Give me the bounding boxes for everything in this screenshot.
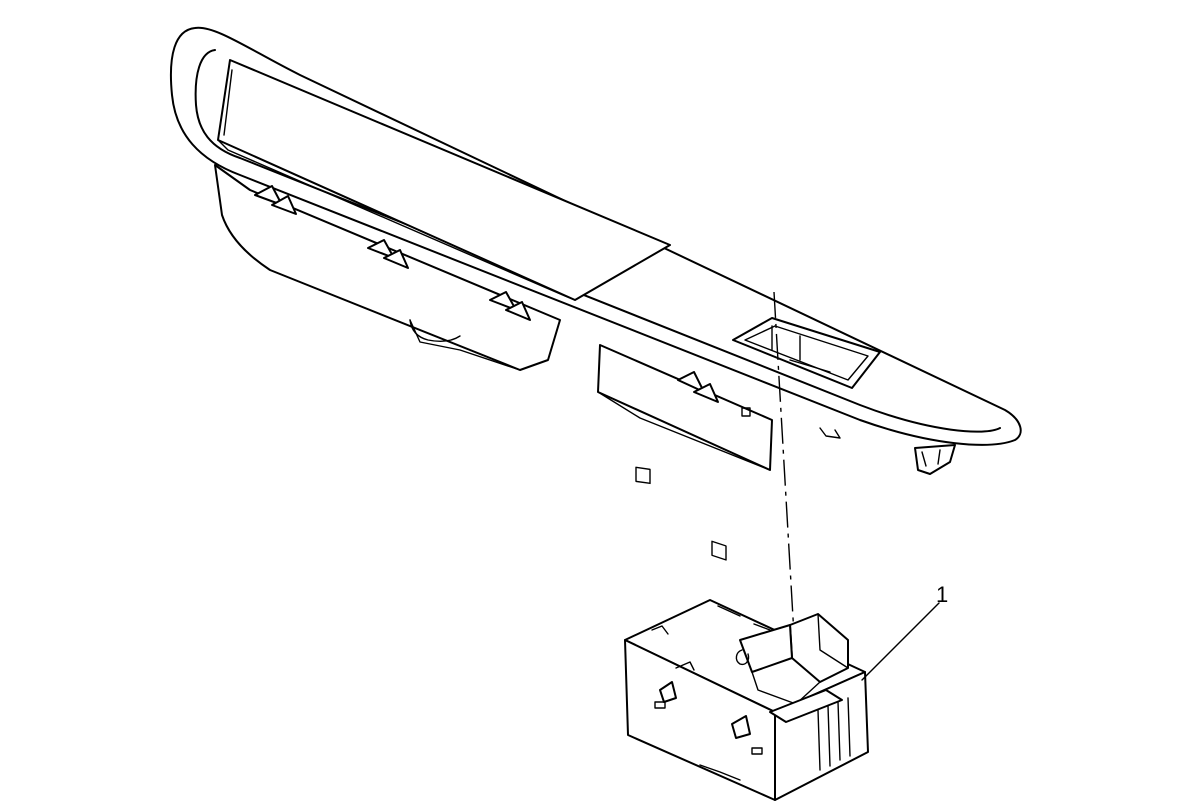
callout-1: 1 (861, 582, 948, 681)
bezel-clip-3 (489, 291, 531, 321)
bezel-rear-clip (914, 444, 956, 475)
bezel-pocket-window-3 (741, 407, 751, 417)
switch-side-clip-1 (659, 681, 677, 703)
bezel-switch-opening-wall (771, 325, 831, 373)
bezel-tip-tab (819, 427, 841, 439)
armrest-bezel-trim (169, 26, 1022, 561)
bezel-pocket-bottom (597, 391, 771, 471)
switch-side-window-2 (751, 747, 763, 755)
callout-1-label: 1 (936, 582, 948, 607)
bezel-grip-opening-inner (223, 69, 233, 136)
bezel-bottom-lug (409, 319, 461, 343)
switch-base-step (699, 764, 741, 781)
bezel-inner-rim (194, 49, 1001, 433)
bezel-pocket-window-1 (635, 466, 651, 485)
window-switch-rocker (735, 613, 849, 705)
switch-connector-ribs (817, 697, 851, 771)
bezel-clip-2 (367, 239, 409, 269)
switch-top-rear-edge (717, 605, 771, 631)
bezel-switch-opening (732, 317, 881, 389)
bezel-clip-4 (677, 371, 719, 403)
assembly-center-line (773, 291, 795, 636)
switch-front-tab (769, 689, 843, 723)
switch-top-notch-1 (651, 625, 669, 635)
bezel-underside-housing (214, 164, 561, 371)
switch-side-clip-2 (731, 715, 751, 739)
callout-1-leader-line (861, 602, 940, 681)
bezel-housing-step (409, 319, 521, 371)
bezel-rear-clip-detail (921, 449, 941, 467)
bezel-pocket-window-2 (711, 540, 727, 561)
window-switch-assembly (624, 599, 869, 801)
bezel-grip-opening-lip (217, 139, 576, 301)
switch-top-notch-2 (675, 661, 695, 671)
switch-side-window-1 (654, 701, 666, 709)
bezel-clip-1 (254, 185, 297, 215)
